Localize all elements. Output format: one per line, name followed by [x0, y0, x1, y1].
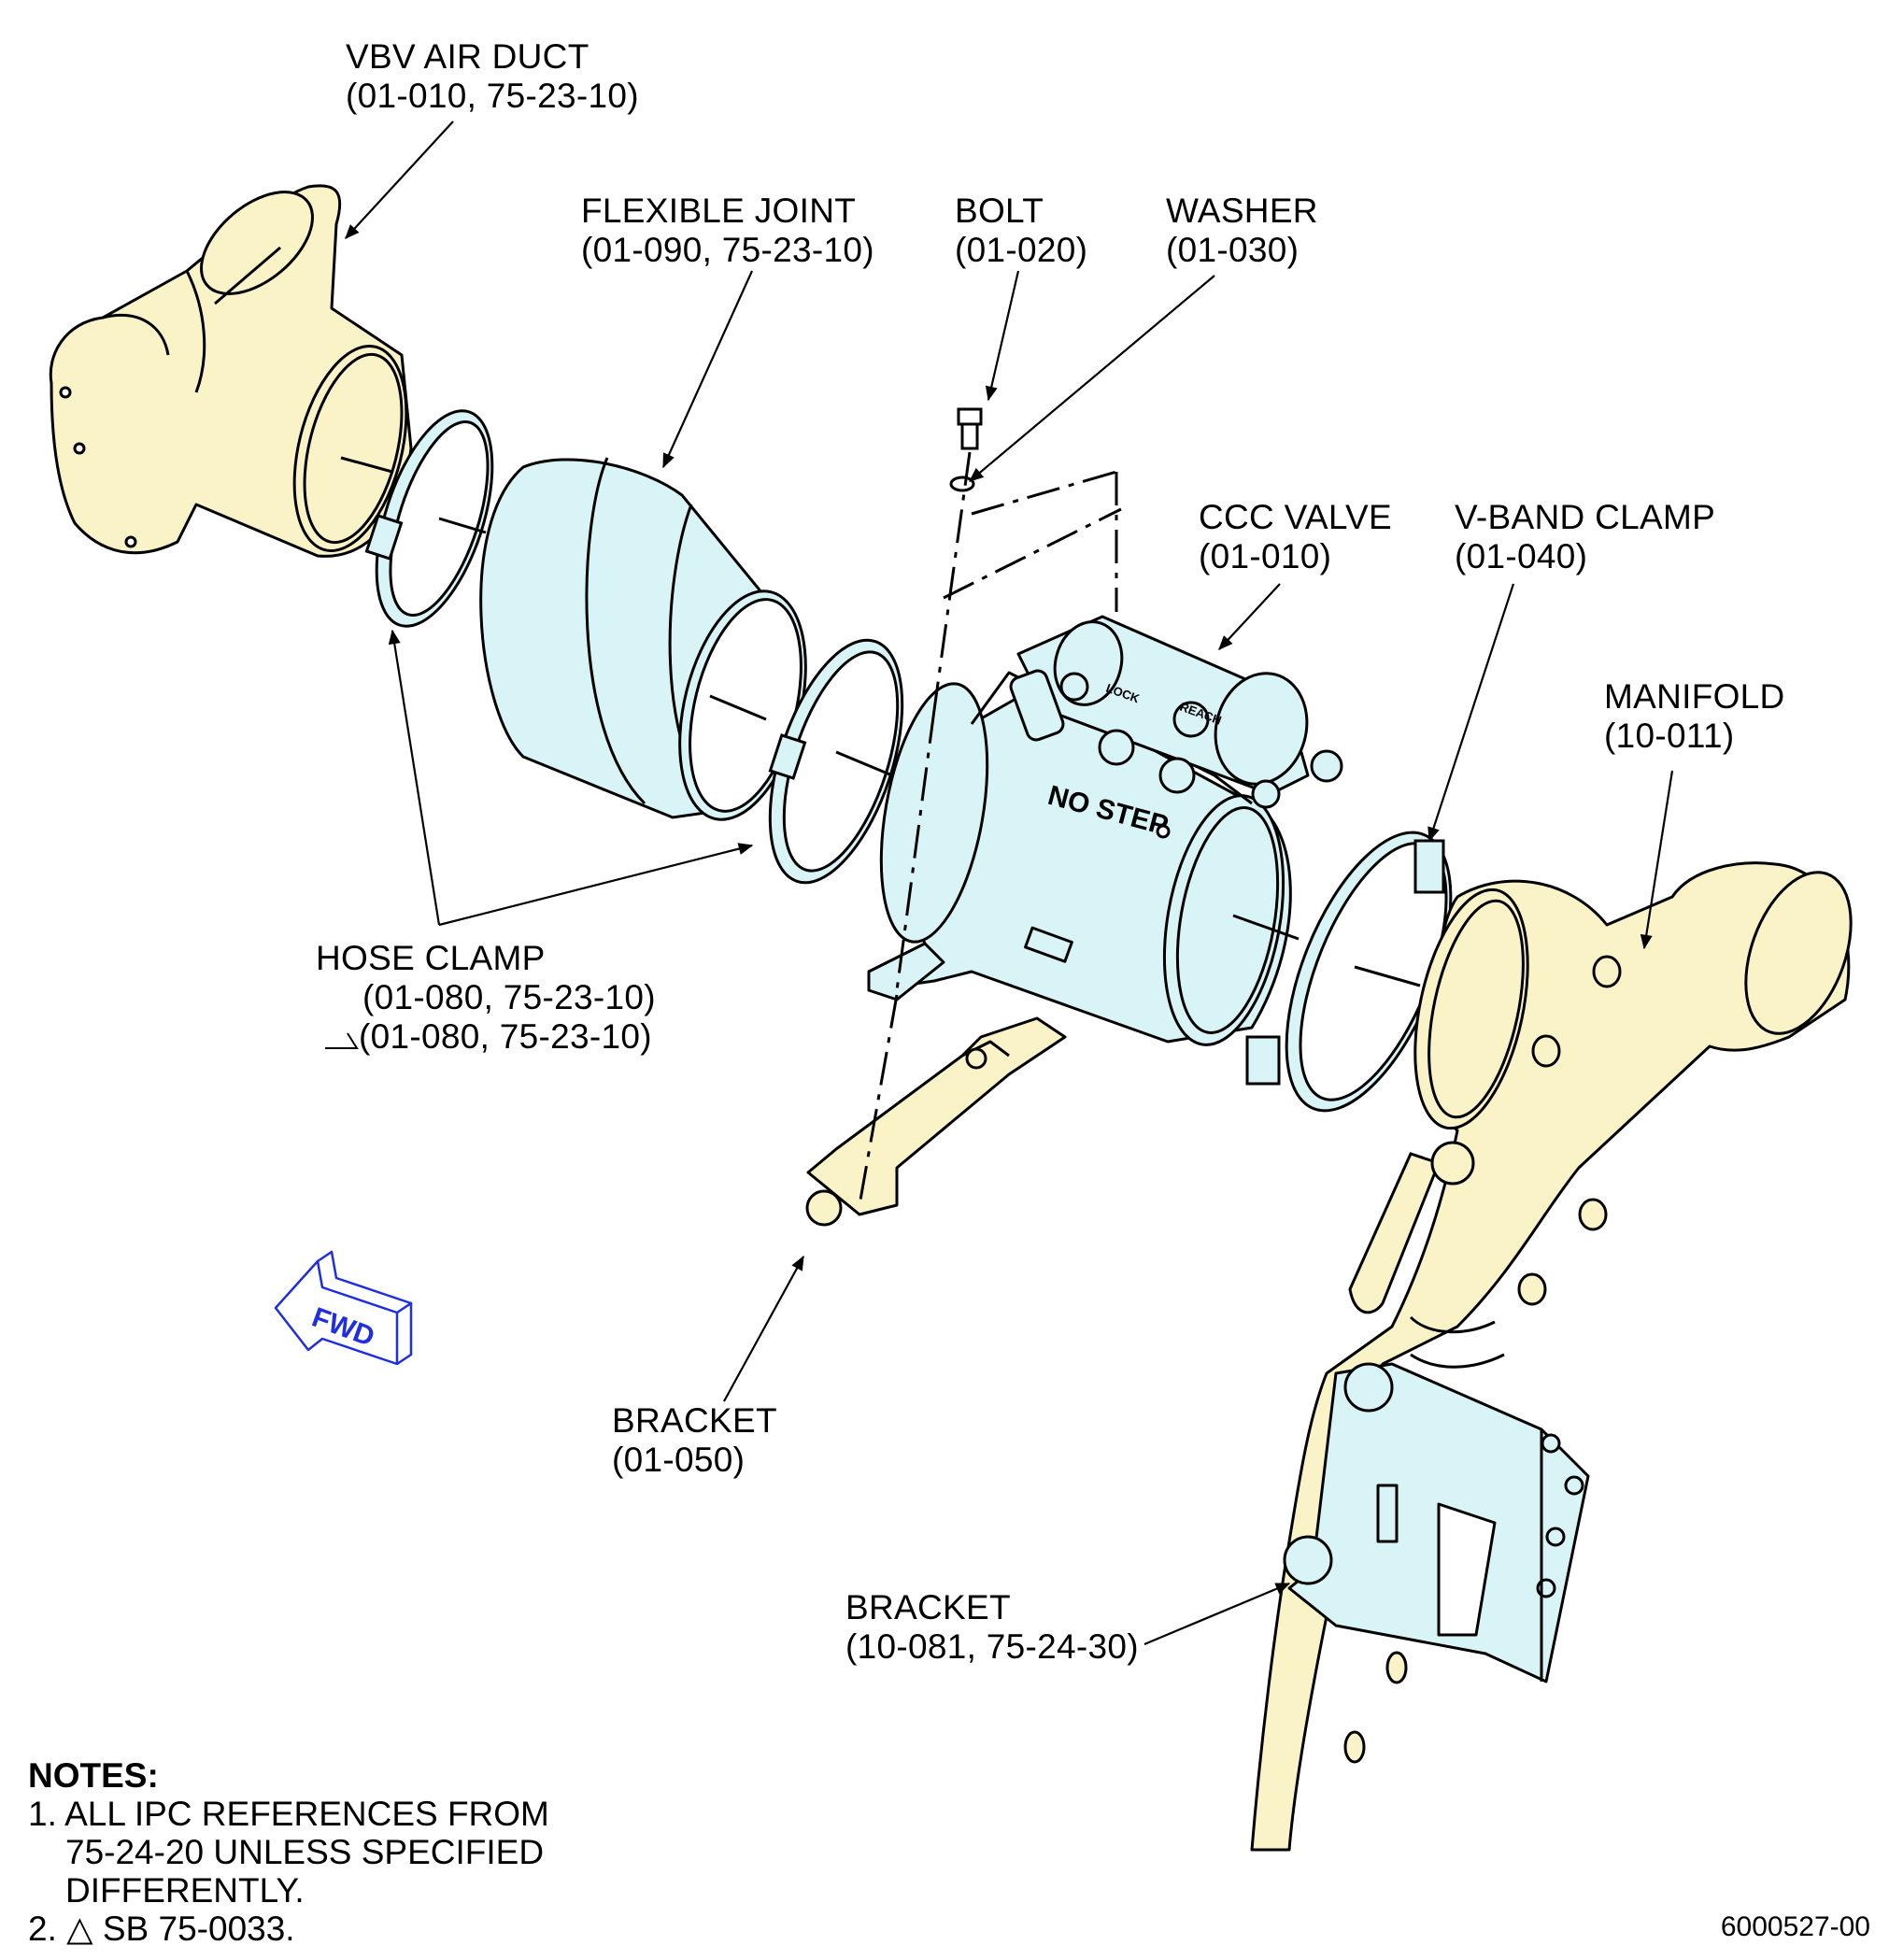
ccc-valve [867, 615, 1343, 1046]
manifold [1250, 861, 1853, 1852]
ccc-valve-name: CCC VALVE [1199, 498, 1392, 536]
bolt [957, 407, 983, 450]
ccc-valve-ref: (01-010) [1199, 537, 1332, 575]
notes-title: NOTES: [28, 1756, 159, 1795]
centerline-segments [340, 456, 1421, 987]
label-bracket-manifold: BRACKET (10-081, 75-24-30) [845, 1588, 1139, 1667]
note-1-line-3: DIFFERENTLY. [65, 1871, 305, 1910]
label-washer: WASHER (01-030) [1166, 192, 1318, 270]
bolt-name: BOLT [955, 192, 1044, 230]
label-bracket-valve: BRACKET (01-050) [612, 1401, 777, 1480]
note-1-line-1: 1. ALL IPC REFERENCES FROM [28, 1795, 549, 1833]
vbv-air-duct-ref: (01-010, 75-23-10) [346, 77, 639, 115]
note-1-line-2: 75-24-20 UNLESS SPECIFIED [65, 1833, 545, 1871]
leader-lines [345, 121, 1674, 1646]
label-hose-clamp: HOSE CLAMP (01-080, 75-23-10) (01-080, 7… [316, 939, 656, 1057]
label-manifold: MANIFOLD (10-011) [1604, 677, 1785, 756]
bracket-valve-name: BRACKET [612, 1401, 777, 1440]
hose-clamp-name: HOSE CLAMP [316, 939, 546, 977]
manifold-ref: (10-011) [1604, 717, 1735, 755]
washer-ref: (01-030) [1166, 231, 1300, 269]
label-flexible-joint: FLEXIBLE JOINT (01-090, 75-23-10) [581, 192, 874, 270]
hose-clamp-ref-sb-text: (01-080, 75-23-10) [359, 1017, 652, 1056]
v-band-clamp-name: V-BAND CLAMP [1455, 498, 1716, 536]
label-v-band-clamp: V-BAND CLAMP (01-040) [1455, 498, 1715, 576]
label-vbv-air-duct: VBV AIR DUCT (01-010, 75-23-10) [346, 37, 639, 116]
manifold-link-arm [1348, 1141, 1475, 1314]
washer-name: WASHER [1166, 192, 1318, 230]
hose-clamp-ref-sb: (01-080, 75-23-10) [316, 1017, 656, 1057]
bracket-manifold [1283, 1362, 1590, 1683]
note-2: 2. △ SB 75-0033. [28, 1910, 295, 1948]
service-bulletin-triangle-icon [325, 1032, 359, 1049]
vbv-air-duct-name: VBV AIR DUCT [346, 37, 589, 76]
bracket-valve-ref: (01-050) [612, 1441, 746, 1479]
flexible-joint-name: FLEXIBLE JOINT [581, 192, 857, 230]
hose-clamp-1 [364, 409, 494, 628]
v-band-clamp-ref: (01-040) [1455, 537, 1588, 575]
bracket-valve-support [805, 1016, 1067, 1227]
hose-clamp-2 [768, 638, 904, 885]
bracket-manifold-ref: (10-081, 75-24-30) [845, 1627, 1139, 1666]
washer [949, 476, 975, 492]
vbv-air-duct [49, 184, 413, 558]
bolt-ref: (01-020) [955, 231, 1088, 269]
flexible-joint-ref: (01-090, 75-23-10) [581, 231, 874, 269]
fwd-direction-arrow [274, 1250, 413, 1366]
alignment-lines [858, 451, 1122, 1206]
drawing-number: 6000527-00 [1720, 1911, 1870, 1942]
manifold-name: MANIFOLD [1604, 677, 1785, 716]
hose-clamp-ref: (01-080, 75-23-10) [362, 978, 656, 1016]
label-bolt: BOLT (01-020) [955, 192, 1087, 270]
bracket-manifold-name: BRACKET [845, 1588, 1011, 1626]
notes-block: NOTES: 1. ALL IPC REFERENCES FROM 75-24-… [28, 1756, 549, 1948]
label-ccc-valve: CCC VALVE (01-010) [1199, 498, 1392, 576]
